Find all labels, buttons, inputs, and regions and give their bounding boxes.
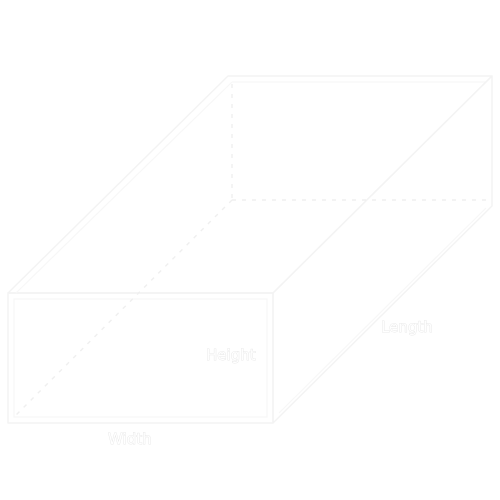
- length-label: Length: [381, 318, 433, 336]
- hidden-edges: [13, 84, 486, 418]
- height-label: Height: [206, 346, 256, 364]
- hidden-bottom-left-edge: [13, 199, 233, 418]
- right-side-face: [272, 75, 493, 424]
- top-face-outline: [7, 75, 493, 294]
- front-face-inner-outline: [13, 298, 268, 418]
- width-label: Width: [108, 430, 152, 448]
- top-face: [7, 75, 493, 294]
- top-face-inner-left-edge: [15, 81, 233, 294]
- right-side-face-inner-edge: [278, 207, 487, 414]
- right-side-face-outline: [272, 75, 493, 424]
